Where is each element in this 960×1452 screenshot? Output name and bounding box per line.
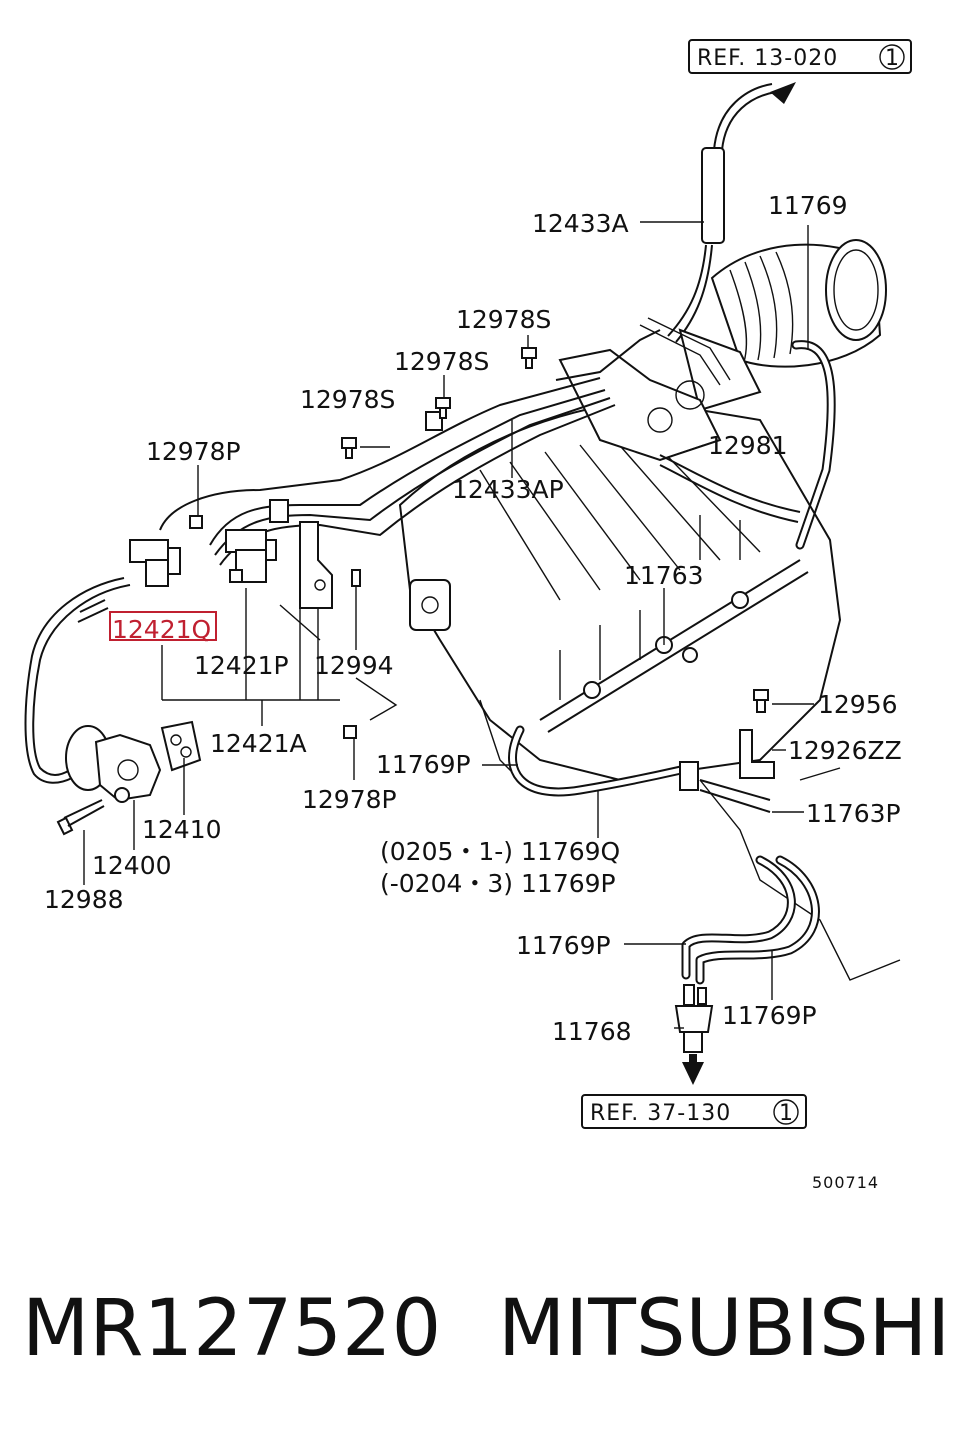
label-11763: 11763 (624, 561, 704, 590)
bolt-12978p-b (343, 725, 357, 739)
label-12981: 12981 (708, 431, 788, 460)
bolt-12956 (753, 689, 769, 713)
bolt-12978p-a (189, 515, 203, 529)
ref-top-label: REF. 13-020 (697, 46, 838, 71)
label-12433a: 12433A (532, 209, 629, 238)
label-12978s-a: 12978S (456, 305, 551, 334)
hose-right-vertical (791, 340, 836, 550)
label-12421p: 12421P (194, 651, 289, 680)
hose-lower-vertical (681, 855, 820, 985)
label-12421q: 12421Q (112, 615, 211, 644)
label-12978s-c: 12978S (300, 385, 395, 414)
ref-top-circle: 1 (885, 46, 900, 71)
footer-brand: MITSUBISHI (498, 1284, 951, 1374)
diagram-code: 500714 (812, 1173, 879, 1192)
footer: MR127520 MITSUBISHI (0, 1290, 960, 1400)
label-12400: 12400 (92, 851, 172, 880)
arrow-down-icon (682, 1054, 704, 1085)
arrow-icon (770, 82, 796, 104)
air-intake-duct (667, 83, 887, 412)
label-12433ap: 12433AP (452, 475, 564, 504)
bolt-12978s-b (435, 397, 451, 419)
hose-12981 (659, 454, 801, 523)
label-12978p-b: 12978P (302, 785, 397, 814)
label-12978p-a: 12978P (146, 437, 241, 466)
hose-egr-loop (24, 577, 131, 784)
vacuum-hose-bundle (159, 317, 731, 566)
solenoid-valve-12421q[interactable] (129, 539, 181, 587)
leader-lines (83, 221, 841, 1029)
ref-bottom-label: REF. 37-130 (590, 1101, 731, 1126)
label-11769p-c: 11769P (722, 1001, 817, 1030)
label-11769q-note: (0205・1-) 11769Q (380, 837, 620, 866)
bolt-12978s-a (521, 347, 537, 369)
label-12926zz: 12926ZZ (788, 736, 902, 765)
label-12410: 12410 (142, 815, 222, 844)
highlight-12421q[interactable]: 12421Q (109, 611, 217, 644)
hose-lower-left (508, 725, 695, 797)
parts-diagram: REF. 13-020 1 (24, 39, 912, 1192)
label-12421a: 12421A (210, 729, 307, 758)
footer-part-number: MR127520 (22, 1284, 442, 1374)
label-11763p: 11763P (806, 799, 901, 828)
label-11769p-a: 11769P (376, 750, 471, 779)
label-11769p-note: (-0204・3) 11769P (380, 869, 616, 898)
hose-11763p-clamp (679, 761, 771, 813)
bolt-12978s-c (341, 437, 357, 459)
solenoid-valve-12421p[interactable] (225, 529, 277, 583)
ref-box-top[interactable]: REF. 13-020 1 (688, 39, 912, 74)
egr-valve[interactable] (65, 725, 162, 803)
label-12978s-b: 12978S (394, 347, 489, 376)
label-11768: 11768 (552, 1017, 632, 1046)
bracket-12926zz (739, 729, 775, 779)
gasket-12410 (160, 720, 202, 772)
bracket-12994 (299, 521, 361, 609)
sensor-11768[interactable] (674, 984, 714, 1053)
label-12988: 12988 (44, 885, 124, 914)
label-11769p-b: 11769P (516, 931, 611, 960)
label-12994: 12994 (314, 651, 394, 680)
label-12956: 12956 (818, 690, 898, 719)
ref-bottom-circle: 1 (779, 1101, 794, 1126)
fuel-rail (539, 559, 809, 733)
ref-box-bottom[interactable]: REF. 37-130 1 (581, 1094, 807, 1129)
label-11769: 11769 (768, 191, 848, 220)
bolt-12988 (56, 799, 105, 836)
